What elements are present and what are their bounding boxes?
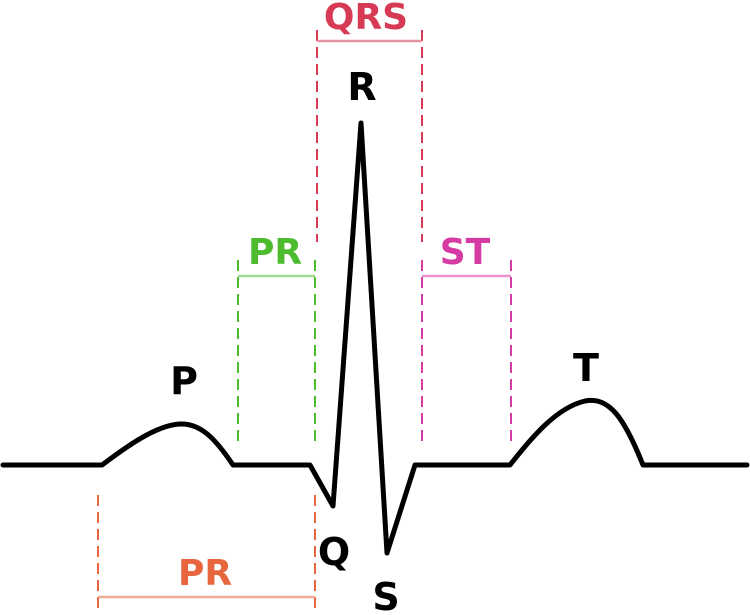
q-wave-label: Q (318, 530, 350, 574)
p-wave-label: P (170, 359, 198, 403)
qrs-label: QRS (324, 0, 408, 38)
t-wave-label: T (573, 346, 599, 390)
st-segment-label: ST (440, 232, 491, 273)
st-segment-marker: ST (421, 232, 512, 445)
pr-segment-marker: PR (237, 232, 316, 445)
qrs-interval-marker: QRS (316, 0, 423, 242)
s-wave-label: S (372, 575, 399, 615)
r-wave-label: R (347, 65, 376, 109)
ecg-trace-line (0, 120, 750, 556)
pr-interval-label: PR (178, 553, 232, 594)
pr-segment-label: PR (248, 232, 302, 273)
pr-interval-marker: PR (97, 495, 316, 613)
